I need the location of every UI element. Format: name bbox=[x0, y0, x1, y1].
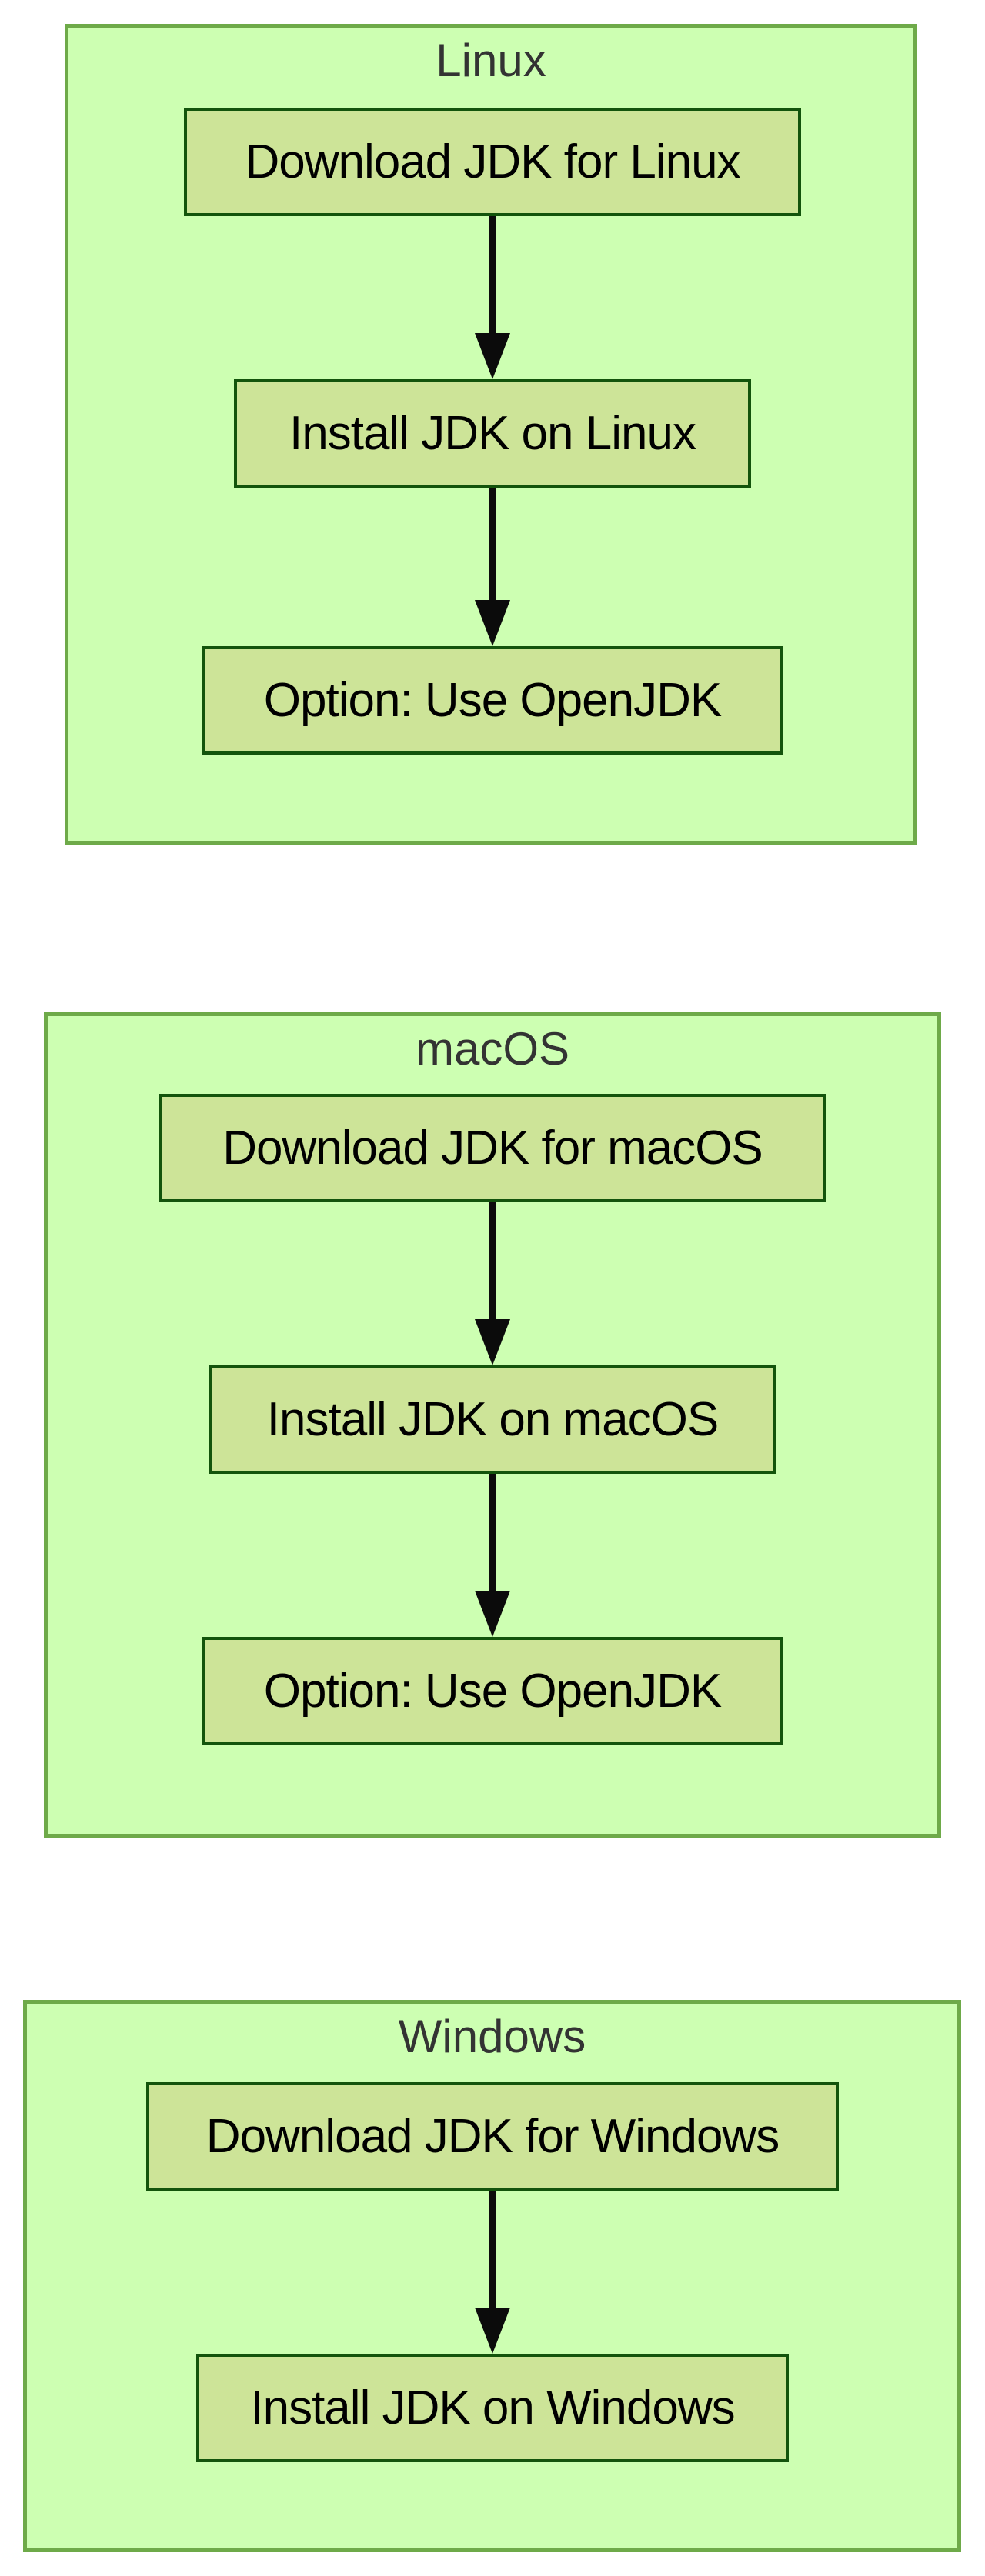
node-download-jdk-macos: Download JDK for macOS bbox=[159, 1094, 826, 1202]
arrowhead-icon bbox=[475, 1591, 510, 1637]
edge-line bbox=[489, 216, 496, 333]
cluster-linux: Linux Download JDK for Linux Install JDK… bbox=[65, 24, 917, 845]
node-download-jdk-windows: Download JDK for Windows bbox=[146, 2082, 839, 2191]
cluster-macos-title: macOS bbox=[415, 1023, 570, 1075]
node-option-openjdk-macos: Option: Use OpenJDK bbox=[202, 1637, 783, 1745]
node-option-openjdk-linux: Option: Use OpenJDK bbox=[202, 646, 783, 755]
cluster-macos: macOS Download JDK for macOS Install JDK… bbox=[44, 1012, 941, 1838]
arrowhead-icon bbox=[475, 2308, 510, 2354]
arrowhead-icon bbox=[475, 1319, 510, 1365]
edge-line bbox=[489, 1202, 496, 1319]
edge-line bbox=[489, 488, 496, 600]
arrowhead-icon bbox=[475, 600, 510, 646]
node-download-jdk-linux: Download JDK for Linux bbox=[184, 108, 801, 216]
arrowhead-icon bbox=[475, 333, 510, 379]
node-install-jdk-macos: Install JDK on macOS bbox=[209, 1365, 776, 1474]
cluster-windows: Windows Download JDK for Windows Install… bbox=[23, 2000, 961, 2552]
edge-line bbox=[489, 1474, 496, 1591]
cluster-linux-title: Linux bbox=[436, 35, 546, 86]
node-install-jdk-windows: Install JDK on Windows bbox=[196, 2354, 789, 2462]
node-install-jdk-linux: Install JDK on Linux bbox=[234, 379, 751, 488]
edge-line bbox=[489, 2191, 496, 2308]
cluster-windows-title: Windows bbox=[398, 2011, 586, 2062]
